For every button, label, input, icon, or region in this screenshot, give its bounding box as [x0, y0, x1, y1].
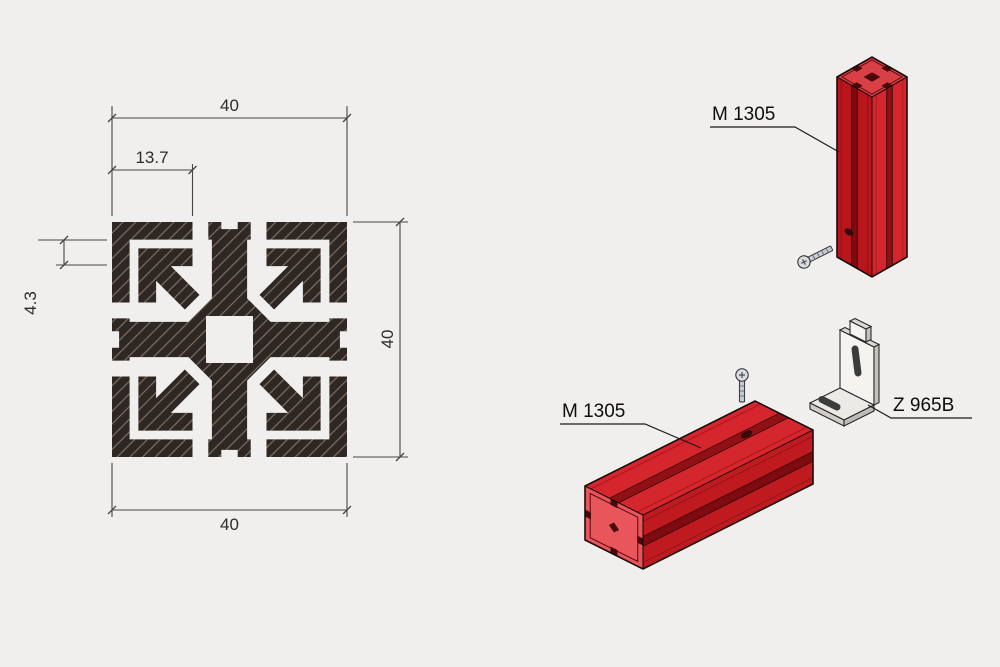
screw-cross-icon	[739, 372, 745, 378]
bracket-base-slot	[818, 396, 841, 411]
dim-label-width-top: 40	[220, 96, 239, 115]
dim-label-flange: 4.3	[21, 291, 40, 315]
mounting-hole	[844, 228, 854, 236]
dim-label-height: 40	[378, 330, 397, 349]
dim-label-slot-offset: 13.7	[135, 148, 168, 167]
dimensions: 40 13.7 4.3 40 40	[21, 96, 408, 534]
horizontal-profile	[584, 400, 814, 570]
vertical-profile	[836, 56, 908, 278]
label-bracket: Z 965B	[893, 395, 954, 416]
bracket-face-slot	[851, 345, 862, 377]
label-vertical-profile: M 1305	[712, 104, 775, 125]
profile-cross-section-hatch	[112, 222, 347, 457]
mounting-hole	[741, 430, 753, 439]
screw-vertical	[797, 245, 833, 269]
screw-horizontal	[735, 368, 749, 403]
corner-bracket	[808, 317, 881, 427]
label-horizontal-profile: M 1305	[562, 401, 625, 422]
cross-section-view	[112, 222, 347, 457]
screw-cross-icon	[801, 259, 807, 265]
part-labels: M 1305 M 1305 Z 965B	[560, 104, 972, 449]
dim-label-width-bottom: 40	[220, 515, 239, 534]
